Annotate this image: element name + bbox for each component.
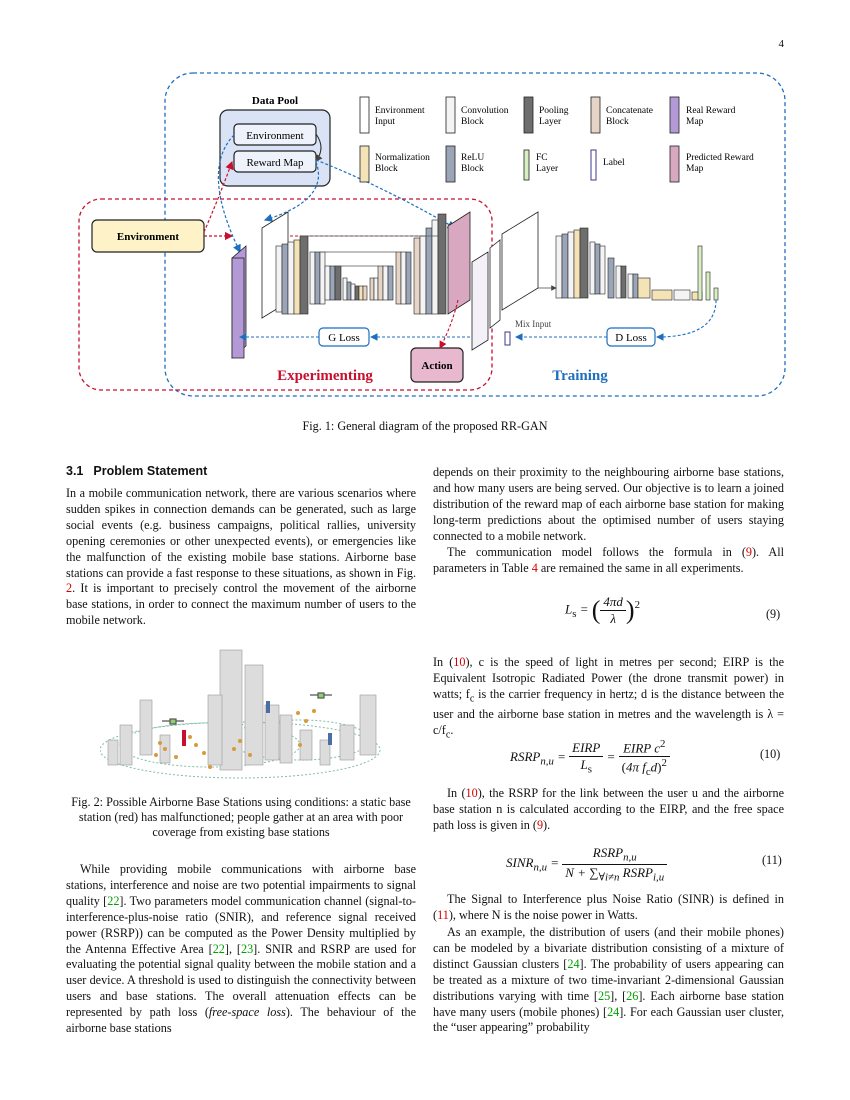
eq-ref[interactable]: 9 (536, 817, 544, 832)
citation[interactable]: 22 (107, 893, 120, 908)
g-loss-label: G Loss (328, 332, 359, 344)
page-number: 4 (778, 38, 785, 50)
citation[interactable]: 24 (567, 956, 580, 971)
environment-block-label: Environment (117, 231, 179, 243)
right-paragraph-1: depends on their proximity to the neighb… (433, 465, 784, 543)
pool-environment-label: Environment (246, 130, 303, 142)
equation-11-number: (11) (762, 853, 782, 867)
mix-input-label: Mix Input (515, 319, 552, 329)
left-paragraph-1: In a mobile communication network, there… (66, 486, 416, 628)
right-paragraph-4: In (10), the RSRP for the link between t… (433, 786, 784, 832)
citation[interactable]: 26 (626, 988, 639, 1003)
left-paragraph-2: While providing mobile communications wi… (66, 862, 416, 1036)
malfunctioned-base-station (182, 730, 186, 746)
action-label: Action (421, 360, 452, 372)
table-ref[interactable]: 4 (531, 560, 538, 575)
citation[interactable]: 22 (212, 941, 225, 956)
mix-input-real-map (501, 211, 539, 311)
eq-ref[interactable]: 11 (437, 907, 449, 922)
right-paragraph-3: In (10), c is the speed of light in metr… (433, 655, 784, 741)
equation-10-number: (10) (760, 747, 781, 761)
data-pool-title: Data Pool (252, 95, 298, 107)
d-loss-label: D Loss (615, 332, 646, 344)
mix-input-map-a (471, 251, 489, 351)
eq-ref[interactable]: 10 (453, 655, 466, 669)
drone-icon (162, 692, 332, 725)
experimenting-label: Experimenting (277, 368, 373, 384)
legend-label: Label (603, 158, 625, 168)
label-marker (504, 331, 511, 346)
citation[interactable]: 24 (607, 1004, 620, 1019)
eq-ref[interactable]: 9 (745, 545, 752, 559)
figure-2-illustration (100, 649, 381, 779)
citation[interactable]: 25 (597, 988, 611, 1003)
right-paragraph-6: As an example, the distribution of users… (433, 925, 785, 1035)
data-pool-box (219, 109, 331, 187)
figure-2-caption: Fig. 2: Possible Airborne Base Stations … (71, 795, 411, 839)
equation-9-number: (9) (766, 607, 781, 621)
figure-1-caption: Fig. 1: General diagram of the proposed … (302, 419, 548, 433)
action-box (410, 347, 464, 383)
fig-ref[interactable]: 2 (66, 581, 73, 596)
discriminator (555, 227, 719, 301)
mix-input-map-b (489, 239, 501, 329)
figure-1-diagram: Data Pool Environment Reward Map Environ… (78, 72, 786, 397)
right-paragraph-5: The Signal to Interference plus Noise Ra… (433, 892, 784, 922)
generator-encoder (275, 235, 368, 315)
eq-ref[interactable]: 10 (465, 786, 478, 800)
generator-decoder (369, 213, 447, 315)
pool-reward-map-label: Reward Map (246, 157, 304, 169)
predicted-reward-map (447, 211, 471, 315)
right-paragraph-2: The communication model follows the form… (433, 545, 785, 575)
citation[interactable]: 23 (240, 941, 254, 956)
training-label: Training (552, 368, 608, 384)
